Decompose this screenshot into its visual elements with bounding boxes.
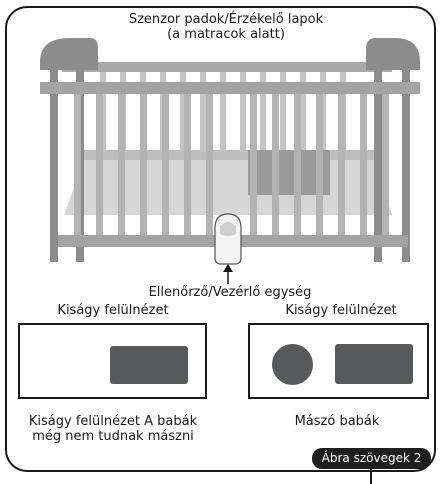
monitor-label: Ellenőrző/Vezérlő egység <box>148 285 312 300</box>
left-sensor-pad <box>110 346 188 384</box>
left-caption-line2: még nem tudnak mászni <box>32 429 194 444</box>
left-view-title: Kiságy felülnézet <box>57 303 169 318</box>
left-caption-line1: Kiságy felülnézet A babák <box>28 414 198 429</box>
figure-tag-leader <box>370 468 372 484</box>
right-round-sensor <box>272 344 313 385</box>
left-crib-top-view <box>18 323 207 399</box>
crib-right-post <box>366 38 420 262</box>
figure-frame <box>5 6 436 472</box>
right-caption: Mászó babák <box>294 414 380 429</box>
sensor-label-line1: Szenzor padok/Érzékelő lapok <box>128 12 324 27</box>
monitor-unit <box>214 213 242 265</box>
right-sensor-pad <box>335 344 413 384</box>
right-crib-top-view <box>248 323 429 399</box>
crib-front-slats <box>74 94 389 235</box>
sensor-label-line2: (a matracok alatt) <box>167 27 285 42</box>
right-view-title: Kiságy felülnézet <box>285 303 397 318</box>
crib-illustration <box>40 38 420 284</box>
figure-tag: Ábra szövegek 2 <box>312 448 431 469</box>
crib-front-top-rail <box>40 82 420 94</box>
crib-back-top-rail <box>62 62 392 72</box>
